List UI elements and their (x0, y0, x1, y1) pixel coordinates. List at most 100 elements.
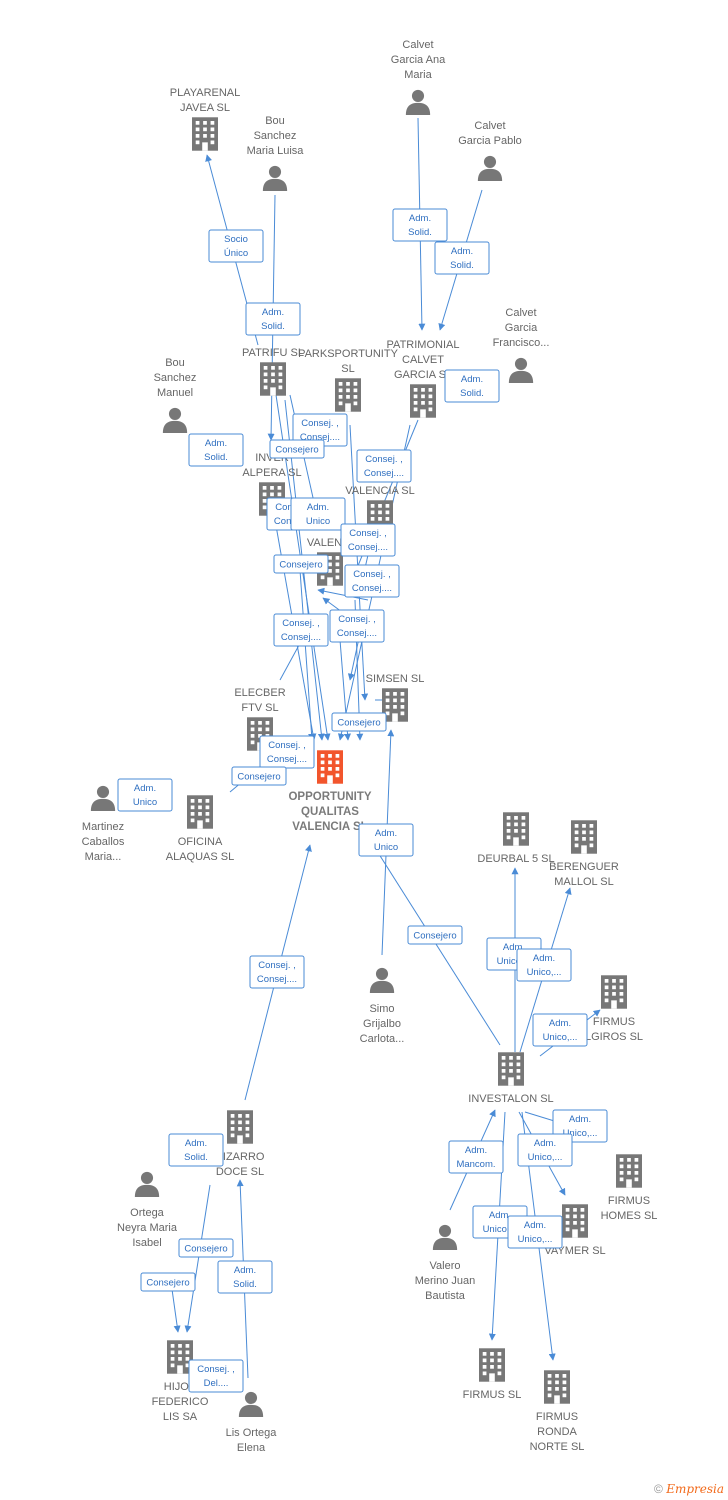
edge-line (317, 587, 369, 601)
edge-label-text: Único (224, 248, 248, 259)
edge-label-text: Adm. (569, 1114, 591, 1125)
node-simo[interactable]: SimoGrijalboCarlota... (360, 967, 405, 1045)
node-label: BERENGUER (549, 861, 619, 873)
edge-label-box[interactable]: Adm.Unico,... (517, 1133, 573, 1167)
company-icon (260, 362, 286, 396)
node-label: Bou (165, 357, 185, 369)
node-label: Francisco... (493, 337, 550, 349)
edge-label-text: Solid. (204, 452, 228, 463)
edge-label-box[interactable]: Adm.Unico,... (532, 1013, 588, 1047)
edge-label-box[interactable]: Adm.Solid. (245, 302, 301, 336)
node-calvet-f[interactable]: CalvetGarciaFrancisco... (493, 307, 550, 383)
node-label: VALENCIA SL (292, 821, 367, 833)
edge-label-box[interactable]: Adm.Unico (117, 778, 173, 812)
edge-label-box[interactable]: Consej. ,Del.... (188, 1359, 244, 1393)
edge-label-box[interactable]: Adm.Solid. (434, 241, 490, 275)
edge-label-text: Consejero (279, 560, 322, 571)
node-label: FTV SL (241, 702, 278, 714)
person-icon (477, 155, 503, 181)
edge-label-box[interactable]: Consej. ,Consej.... (329, 609, 385, 643)
edge-label-box[interactable]: Adm.Unico (290, 497, 346, 531)
edge-label-box[interactable]: Adm.Solid. (168, 1133, 224, 1167)
node-patrifu[interactable]: PATRIFU SL (242, 347, 304, 396)
node-label: FIRMUS (536, 1411, 578, 1423)
edge-label-box[interactable]: Consejero (231, 766, 287, 786)
edge-label-box[interactable]: Consej. ,Consej.... (259, 735, 315, 769)
node-investalon[interactable]: INVESTALON SL (468, 1052, 554, 1105)
edge-label-box[interactable]: Consejero (407, 925, 463, 945)
node-simsen[interactable]: SIMSEN SL (366, 673, 425, 722)
person-icon (262, 165, 288, 191)
node-label: Manuel (157, 387, 193, 399)
edge-label-box[interactable]: Consejero (269, 439, 325, 459)
edge-label-text: Solid. (460, 388, 484, 399)
edge-label-box[interactable]: Consej. ,Consej.... (344, 564, 400, 598)
edge-label-box[interactable]: Adm. Solid. (444, 369, 500, 403)
node-deurbal[interactable]: DEURBAL 5 SL (477, 812, 555, 865)
edge-label-box[interactable]: Consejero (178, 1238, 234, 1258)
edge-label-box[interactable]: Consej. ,Consej.... (273, 613, 329, 647)
company-icon (335, 378, 361, 412)
node-label: PATRIMONIAL (387, 339, 460, 351)
node-label: SL (341, 363, 354, 375)
node-valencia-sl[interactable]: VALENCIA SL (345, 485, 415, 534)
edge-label-text: Consejero (337, 718, 380, 729)
edge-label-box[interactable]: Adm.Solid. (217, 1260, 273, 1294)
edge-label-box[interactable]: Consejero (331, 712, 387, 732)
edge-label-text: Solid. (184, 1152, 208, 1163)
node-label: QUALITAS (301, 806, 359, 818)
edge-label-text: Unico,... (527, 967, 562, 978)
edge-label-box[interactable]: Consej. ,Consej.... (292, 413, 348, 447)
edge-label-box[interactable]: Consej. ,Consej.... (356, 449, 412, 483)
edge-label-box[interactable]: Adm.Mancom. (448, 1140, 504, 1174)
node-label: PATRIFU SL (242, 347, 304, 359)
edge-label-box[interactable]: Consej. ,Consej.... (249, 955, 305, 989)
edge-label-box[interactable]: Adm.Unico,... (516, 948, 572, 982)
edge-label-box[interactable]: Consej. ,Consej.... (340, 523, 396, 557)
node-label: Sanchez (254, 130, 297, 142)
edge-label-box[interactable]: Adm.Unico (358, 823, 414, 857)
node-firmus[interactable]: FIRMUS SL (463, 1348, 522, 1401)
node-label: Carlota... (360, 1033, 405, 1045)
company-icon (479, 1348, 505, 1382)
node-martinez[interactable]: MartinezCaballosMaria... (82, 785, 125, 863)
person-icon (508, 357, 534, 383)
person-icon (162, 407, 188, 433)
edge-label-text: Adm. (534, 1138, 556, 1149)
node-label: Calvet (402, 39, 433, 51)
edge-label-text: Adm. (461, 374, 483, 385)
edge-label-box[interactable]: Consejero (273, 554, 329, 574)
edge-label-text: Adm. (489, 1210, 511, 1221)
brand-logo[interactable]: Empresia (666, 1482, 724, 1496)
node-label: Elena (237, 1442, 266, 1454)
node-label: Martinez (82, 821, 124, 833)
edge-label-box[interactable]: Consejero (140, 1272, 196, 1292)
edge-label-text: Consej.... (267, 754, 307, 765)
edge-label-box[interactable]: Adm.Solid. (188, 433, 244, 467)
edge-label-text: Consejero (237, 772, 280, 783)
edge-label-box[interactable]: Adm.Solid. (392, 208, 448, 242)
edge-label-text: Unico (306, 516, 330, 527)
edge-label-box[interactable]: Adm.Unico,... (507, 1215, 563, 1249)
person-icon (432, 1224, 458, 1250)
